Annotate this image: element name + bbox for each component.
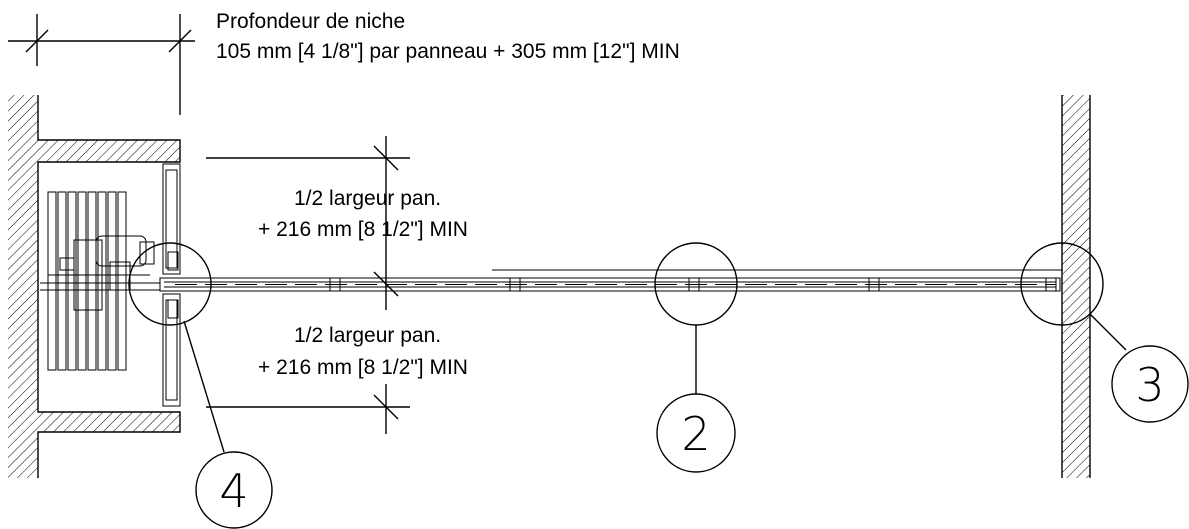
detail-circle-2 [654, 242, 738, 473]
lower-dim-label-line1: 1/2 largeur pan. [294, 324, 441, 347]
panel-connector [868, 277, 880, 292]
panel-connector [329, 277, 341, 292]
lower-dim-label-line2: + 216 mm [8 1/2"] MIN [258, 356, 468, 379]
callout-number-3: 3 [1135, 358, 1164, 412]
upper-half-width-dimension [206, 136, 410, 310]
right-wall [1061, 95, 1091, 478]
lower-half-width-dimension [206, 384, 410, 434]
left-wall-niche [8, 95, 181, 478]
panel-track [159, 269, 1062, 292]
niche-depth-dimension [8, 14, 195, 115]
niche-depth-title: Profondeur de niche [216, 10, 405, 33]
upper-dim-label-line1: 1/2 largeur pan. [294, 187, 441, 210]
callout-number-2: 2 [681, 407, 710, 461]
stacked-panels [40, 191, 160, 371]
upper-dim-label-line2: + 216 mm [8 1/2"] MIN [258, 218, 468, 241]
niche-depth-value: 105 mm [4 1/8"] par panneau + 305 mm [12… [216, 40, 680, 63]
callout-number-4: 4 [219, 464, 248, 518]
detail-circle-4 [128, 242, 273, 529]
niche-front-panels [162, 163, 181, 407]
panel-connector [688, 277, 700, 292]
panel-connector [1045, 277, 1057, 292]
panel-connector [509, 277, 521, 292]
detail-circle-3 [1020, 242, 1189, 423]
